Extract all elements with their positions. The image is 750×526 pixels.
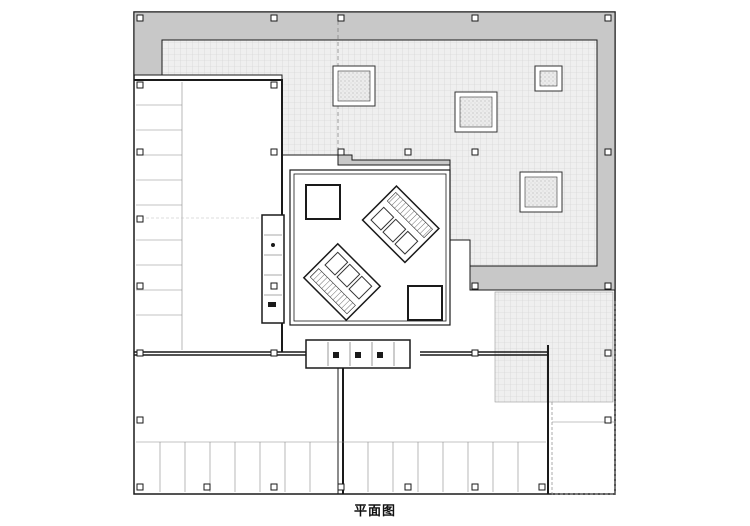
elevator (382, 218, 407, 243)
skylight-inner (524, 176, 558, 208)
elevator (370, 206, 395, 231)
skylight-inner (337, 70, 371, 102)
column-markers (136, 14, 612, 491)
shaft (407, 285, 443, 321)
stair-flight (309, 268, 356, 315)
shaft (305, 184, 341, 220)
mid-beam (134, 351, 548, 356)
elevator (336, 263, 361, 288)
lower-wing (136, 345, 549, 494)
central-core (289, 169, 451, 326)
skylights (332, 65, 563, 213)
parking-stalls-left (136, 104, 182, 316)
skylight-inner (459, 96, 493, 128)
drawing-caption: 平面图 (353, 504, 396, 519)
stair-flight (386, 192, 433, 239)
toilet-block-left (261, 214, 285, 324)
elevator (324, 251, 349, 276)
left-wing (134, 79, 283, 352)
lower-terrace (494, 291, 614, 403)
skylight-inner (539, 70, 558, 87)
elevator (348, 275, 373, 300)
elevator (394, 230, 419, 255)
terrace-dashed-edge (551, 300, 616, 495)
toilet-block-bottom (305, 339, 411, 369)
